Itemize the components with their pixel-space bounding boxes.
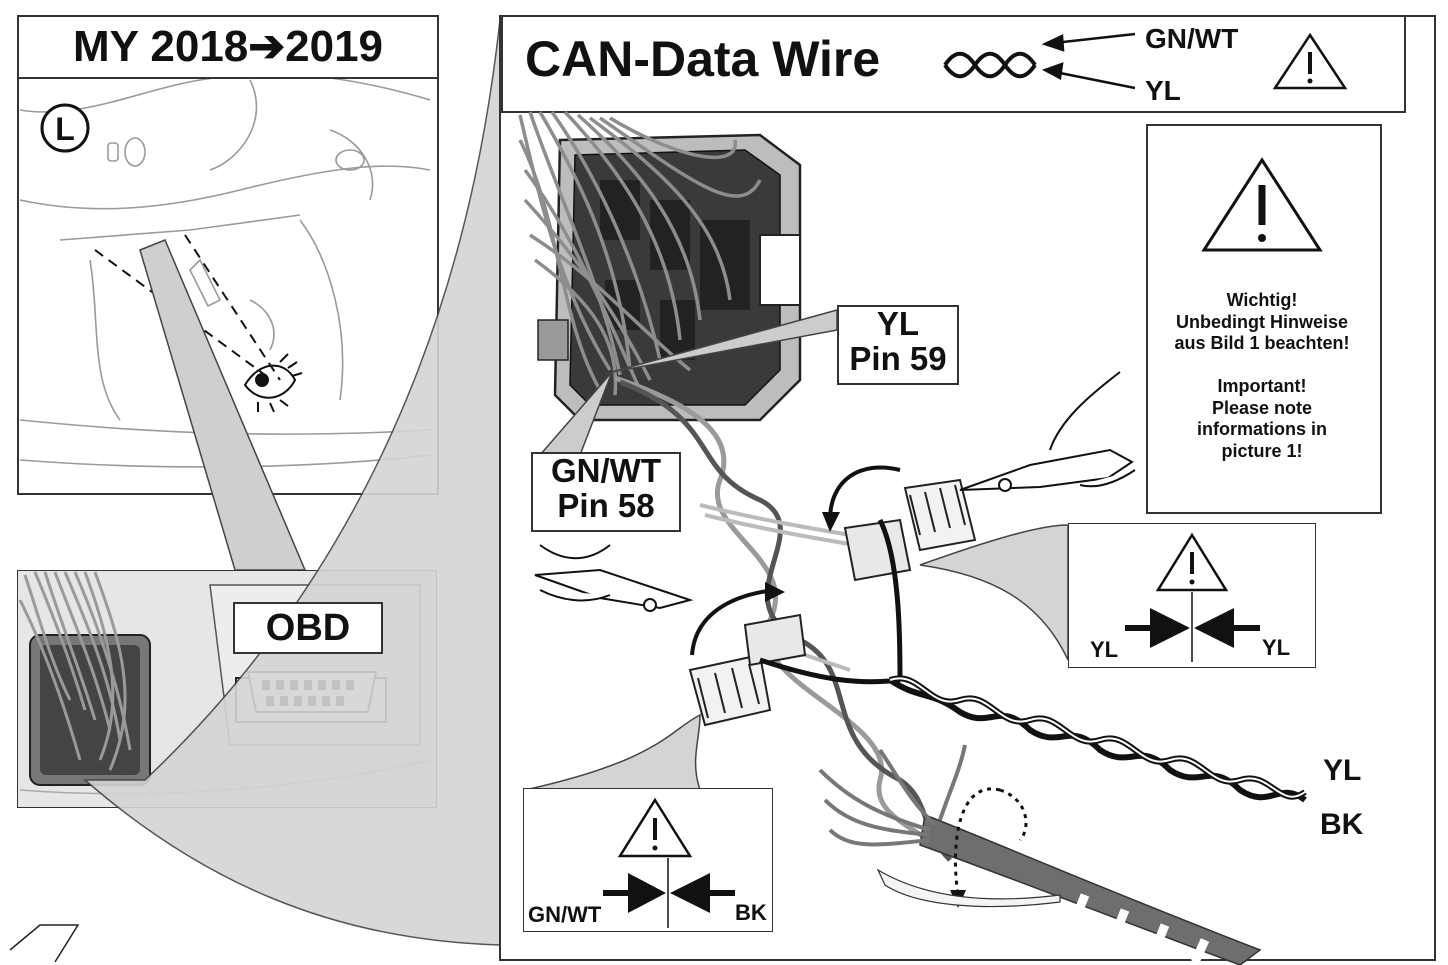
pin-label-yl: YL Pin 59: [837, 305, 959, 385]
lower-splice-connector: [688, 613, 807, 727]
twisted-pair-icon: [943, 51, 1037, 79]
upper-splice-connector: [843, 478, 977, 582]
crimp-tool-lower-icon: [534, 544, 694, 612]
obd-label: OBD: [233, 602, 383, 654]
output-wire1: YL: [1323, 754, 1361, 787]
model-year-label: MY 2018➔2019: [17, 15, 439, 79]
splice-upper-left: YL: [1090, 637, 1118, 662]
pin-label-yl-color: YL: [876, 305, 920, 342]
splice-lower-right: BK: [735, 900, 767, 925]
pin-label-yl-pin: Pin 59: [849, 339, 947, 377]
warning-icon: [1272, 32, 1348, 90]
side-indicator-icon: [40, 103, 90, 153]
side-label: L: [55, 111, 75, 147]
warning-text-de: Wichtig! Unbedingt Hinweise aus Bild 1 b…: [1174, 290, 1350, 354]
pin-label-gnwt-color: GN/WT: [551, 452, 661, 489]
crimp-tool-upper-icon: [959, 371, 1136, 492]
warning-text-en: Important! Please note informations in p…: [1197, 376, 1327, 461]
splice-symbol-upper-icon: [1125, 608, 1260, 648]
splice-warning-icon-upper: [1155, 532, 1229, 592]
eye-icon: [243, 353, 303, 413]
model-year-text: MY 2018➔2019: [72, 22, 384, 71]
splice-warning-icon-lower: [617, 797, 693, 858]
panel-title: CAN-Data Wire: [525, 31, 881, 87]
output-wire2: BK: [1320, 808, 1364, 841]
obd-label-text: OBD: [265, 607, 351, 649]
legend-wire1: GN/WT: [1145, 23, 1238, 54]
splice-lower-left: GN/WT: [528, 902, 602, 927]
pin-label-gnwt-pin: Pin 58: [557, 486, 655, 524]
splice-symbol-lower-icon: [603, 873, 735, 913]
large-warning-icon: [1201, 157, 1323, 252]
title-bar: [501, 15, 1406, 113]
legend-wire2: YL: [1145, 75, 1181, 106]
pin-label-gnwt: GN/WT Pin 58: [531, 452, 681, 532]
splice-upper-right: YL: [1262, 635, 1290, 660]
